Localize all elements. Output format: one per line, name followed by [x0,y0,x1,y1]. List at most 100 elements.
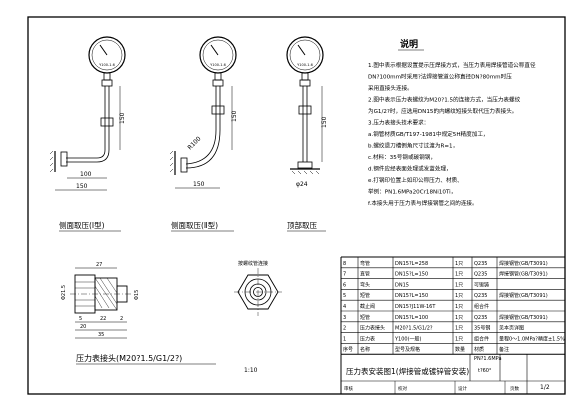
bom-header-cell: 型号及规格 [395,346,420,353]
bom-cell: Q235 [474,293,487,299]
note-line: d.钢件应经表面处理或发蓝处理， [368,165,452,173]
bom-header-cell: 名称 [360,346,370,353]
bom-header-cell: 序号 [343,346,353,353]
view-side-type2: Y100-1.6 R100 150 150 侧面取压(Ⅱ型) [169,36,238,232]
bom-cell: 量程0～1.0MPa?精度±1.5% [499,335,565,342]
dim-hex: 27 [96,262,102,268]
note-line: f.本接头用于压力表与焊接钢管之间的连接。 [368,199,478,207]
bom-cell: 可锻铸 [474,281,489,288]
bom-cell: Q235 [474,261,487,267]
title-design: 设计 [458,385,467,392]
view-label-side1: 侧面取压(Ⅰ型) [59,220,105,230]
bom-cell: 见本页详图 [499,325,524,332]
gauge-face-label-2: Y100-1.6 [210,63,226,67]
bom-cell: 5 [343,293,346,299]
bom-cell: 焊接钢管(GB/T3091) [499,260,548,267]
bom-cell: 弯管 [360,260,370,267]
bom-cell: 1只 [455,326,463,332]
bom-cell: 1只 [455,336,463,342]
dim-35: 35 [98,332,104,338]
connector-section: 27 Φ21.5 Φ15 5 22 2 20 35 按螺纹管连接 压力表接头(M… [61,260,282,374]
bom-cell: 1只 [455,293,463,299]
bom-cell: DN15?L=150 [395,272,428,278]
sheet-border [27,16,566,395]
bom-cell: Y100(一般) [394,335,422,342]
note-line: a.钢管材质GB/T197-1981中规定5H精度加工， [368,130,489,138]
dim-150-v2: 150 [231,110,238,122]
title-block: 压力表安装图1(焊接管或镀锌管安装)PN?1.6MPat?60°审核校对设计页数… [340,354,565,394]
pressure-gauge-3: Y100-1.6 [286,36,324,87]
dim-phi24: φ24 [296,181,308,188]
bom-cell: 焊接钢管(GB/T3091) [499,314,548,321]
bom-table: 8 弯管 DN15?L=258 1只 Q235 焊接钢管(GB/T3091) 7 直管 DN15… [340,256,566,355]
title-review: 审核 [344,385,353,392]
note-line: 采用直接头连接。 [368,84,413,92]
bom-cell: 2 [343,326,346,332]
bom-cell: 1只 [455,261,463,267]
valve-3 [298,105,312,115]
bom-cell: 压力表 [360,335,375,342]
bom-cell: 1 [343,336,346,342]
bom-cell: M20?1.5/G1/2? [395,326,433,332]
bom-cell: 1只 [455,282,463,288]
bom-cell: 4 [343,304,346,310]
dim-150-h1: 150 [76,183,88,190]
bom-cell: DN15?L=150 [395,293,428,299]
valve-1 [100,117,114,127]
note-line: c.材料：35号钢或碳钢钢， [368,153,436,161]
note-line: 为G1/2?时，应选用DN15的内螺纹短接头取代压力表接头。 [368,107,517,115]
note-line: b.螺纹退刀槽倒角尺寸过渡为R=1， [368,142,458,150]
bom-cell: DN15 [395,282,409,288]
weld-note: 按螺纹管连接 [238,260,268,267]
bom-cell: 截止阀 [360,303,375,310]
bom-cell: 1只 [455,304,463,310]
bom-cell: 直管 [360,271,370,278]
bom-cell: DN15?L=258 [395,261,428,267]
bom-cell: 短管 [360,292,370,299]
title-pn: PN?1.6MPa [474,356,502,362]
note-line: 举例：PN1.6MPa20Cr18Ni10Ti， [368,188,456,196]
bom-cell: 压力表接头 [360,325,385,332]
bom-header-cell: 数量 [455,346,465,353]
title-main: 压力表安装图1(焊接管或镀锌管安装) [346,366,469,376]
valve-2 [211,105,225,115]
note-line: 3.压力表接头技术要求： [368,119,429,127]
title-page_label: 页数 [510,385,519,392]
dim-r100: R100 [186,135,202,151]
bom-cell: 焊接钢管(GB/T3091) [499,292,548,299]
notes-title: 说明 [400,38,418,50]
bom-cell: 35号钢 [474,325,490,332]
bom-cell: 8 [343,261,346,267]
dim-150-v1: 150 [119,112,126,124]
bom-cell: 焊接钢管(GB/T3091) [499,271,548,278]
view-top: Y100-1.6 150 φ24 顶部取压 [286,36,328,232]
dim-20: 20 [80,324,86,330]
bom-header-cell: 材质 [474,346,484,353]
dim-d215: Φ21.5 [61,285,67,300]
title-page: 1/2 [540,384,550,391]
dim-d15: Φ15 [134,290,140,300]
dim-150-v3: 150 [321,116,328,128]
pressure-gauge-1: Y100-1.6 [88,36,126,87]
bom-cell: 3 [343,315,346,321]
bom-cell: DN15?L=100 [395,315,428,321]
pressure-gauge-2: Y100-1.6 [199,36,237,87]
connector-label: 压力表接头(M20?1.5/G1/2?) [76,353,182,363]
bom-cell: 短管 [360,314,370,321]
bom-cell: 组合件 [474,335,489,342]
bom-cell: 7 [343,272,346,278]
bom-cell: 6 [343,282,346,288]
bom-cell: 弯头 [360,281,370,288]
bom-cell: 1只 [455,272,463,278]
bom-cell: Q235 [474,272,487,278]
bom-header-cell: 备注 [499,346,509,353]
bom-cell: 1只 [455,315,463,321]
dim-150-h2: 150 [193,181,205,188]
note-line: e.打钢印位置上如印公称压力、材质、 [368,176,463,184]
gauge-face-label-3: Y100-1.6 [297,63,313,67]
dim-5: 5 [79,316,82,322]
view-label-top: 顶部取压 [287,220,317,230]
note-line: 1.图中表示根据设置提示压焊接方式，当压力表用焊接管道公称直径 [368,61,536,69]
bom-cell: DN15?J11W-16T [395,304,436,310]
